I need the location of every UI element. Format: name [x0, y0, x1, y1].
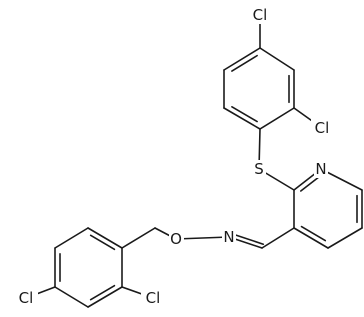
- bond-ring-b-0: [87, 227, 123, 249]
- atom-label-layer: Cl Cl S N N O Cl Cl: [14, 6, 333, 307]
- atom-o: O: [169, 230, 184, 248]
- atom-cl-top: Cl: [249, 6, 271, 24]
- bond-ring-b-double-2: [89, 284, 116, 301]
- bond-ring-b-4: [87, 286, 123, 308]
- bond-ch2-c: [121, 227, 156, 249]
- bond-ring-b-1: [54, 227, 89, 249]
- bond-ring-b-double-0: [89, 234, 116, 251]
- bond-layer: [25, 14, 363, 308]
- bond-pyridine-double-1: [300, 225, 327, 242]
- atom-label-s: S: [254, 160, 264, 178]
- atom-cl-bottom-mid: Cl: [141, 289, 165, 307]
- atom-cl-right: Cl: [311, 119, 333, 137]
- bond-pyridine-1: [293, 227, 329, 249]
- bond-pyridine-2: [327, 227, 363, 249]
- bond-pyridine-double-0: [300, 175, 321, 192]
- atom-label-n-oxime: N: [223, 228, 234, 246]
- bond-ring-a-5: [259, 47, 295, 71]
- atom-label-cl-right: Cl: [315, 119, 330, 137]
- bond-ring-a-3: [259, 107, 295, 130]
- atom-label-cl-top: Cl: [253, 6, 268, 24]
- atom-cl-bottom-left: Cl: [14, 289, 38, 307]
- bond-ring-b-3: [54, 286, 89, 308]
- atom-label-cl-bottom-left: Cl: [19, 289, 34, 307]
- bond-ring-a-2: [223, 107, 261, 130]
- bond-n-o: [175, 236, 230, 240]
- atom-n-pyridine: N: [314, 160, 328, 178]
- atom-s: S: [252, 160, 266, 178]
- bond-c-ch: [261, 227, 295, 249]
- bond-ring-a-double-0: [231, 54, 258, 72]
- bond-ring-a-double-1: [231, 106, 258, 123]
- atom-label-o: O: [170, 230, 182, 248]
- atom-n-oxime: N: [222, 228, 236, 246]
- atom-label-n-pyridine: N: [315, 160, 326, 178]
- atom-label-cl-bottom-mid: Cl: [146, 289, 161, 307]
- bond-ring-a-0: [223, 47, 261, 71]
